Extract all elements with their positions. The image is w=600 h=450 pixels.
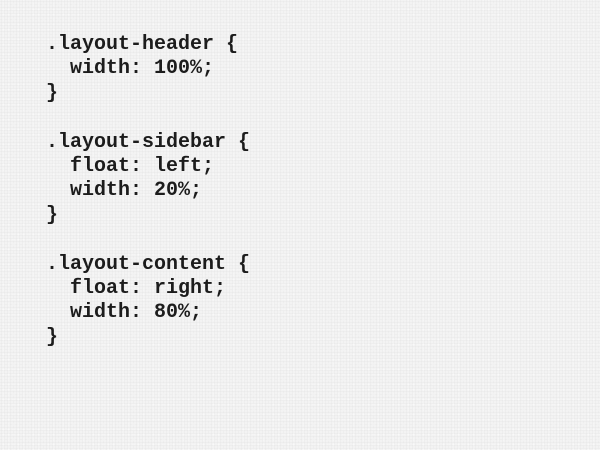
code-line: float: right; (46, 276, 227, 300)
blank-line (46, 106, 250, 130)
code-line: .layout-content { (46, 252, 251, 276)
css-code-block: .layout-header { width: 100%;} .layout-si… (46, 33, 250, 350)
blank-line (46, 228, 250, 252)
code-line: width: 100%; (46, 57, 215, 81)
code-line: width: 20%; (46, 179, 203, 203)
code-line: .layout-sidebar { (46, 130, 251, 154)
code-line: width: 80%; (46, 301, 203, 325)
code-line: } (46, 203, 59, 227)
code-line: } (46, 81, 59, 105)
code-line: } (46, 325, 59, 349)
code-line: float: left; (46, 154, 215, 178)
code-line: .layout-header { (46, 33, 239, 56)
